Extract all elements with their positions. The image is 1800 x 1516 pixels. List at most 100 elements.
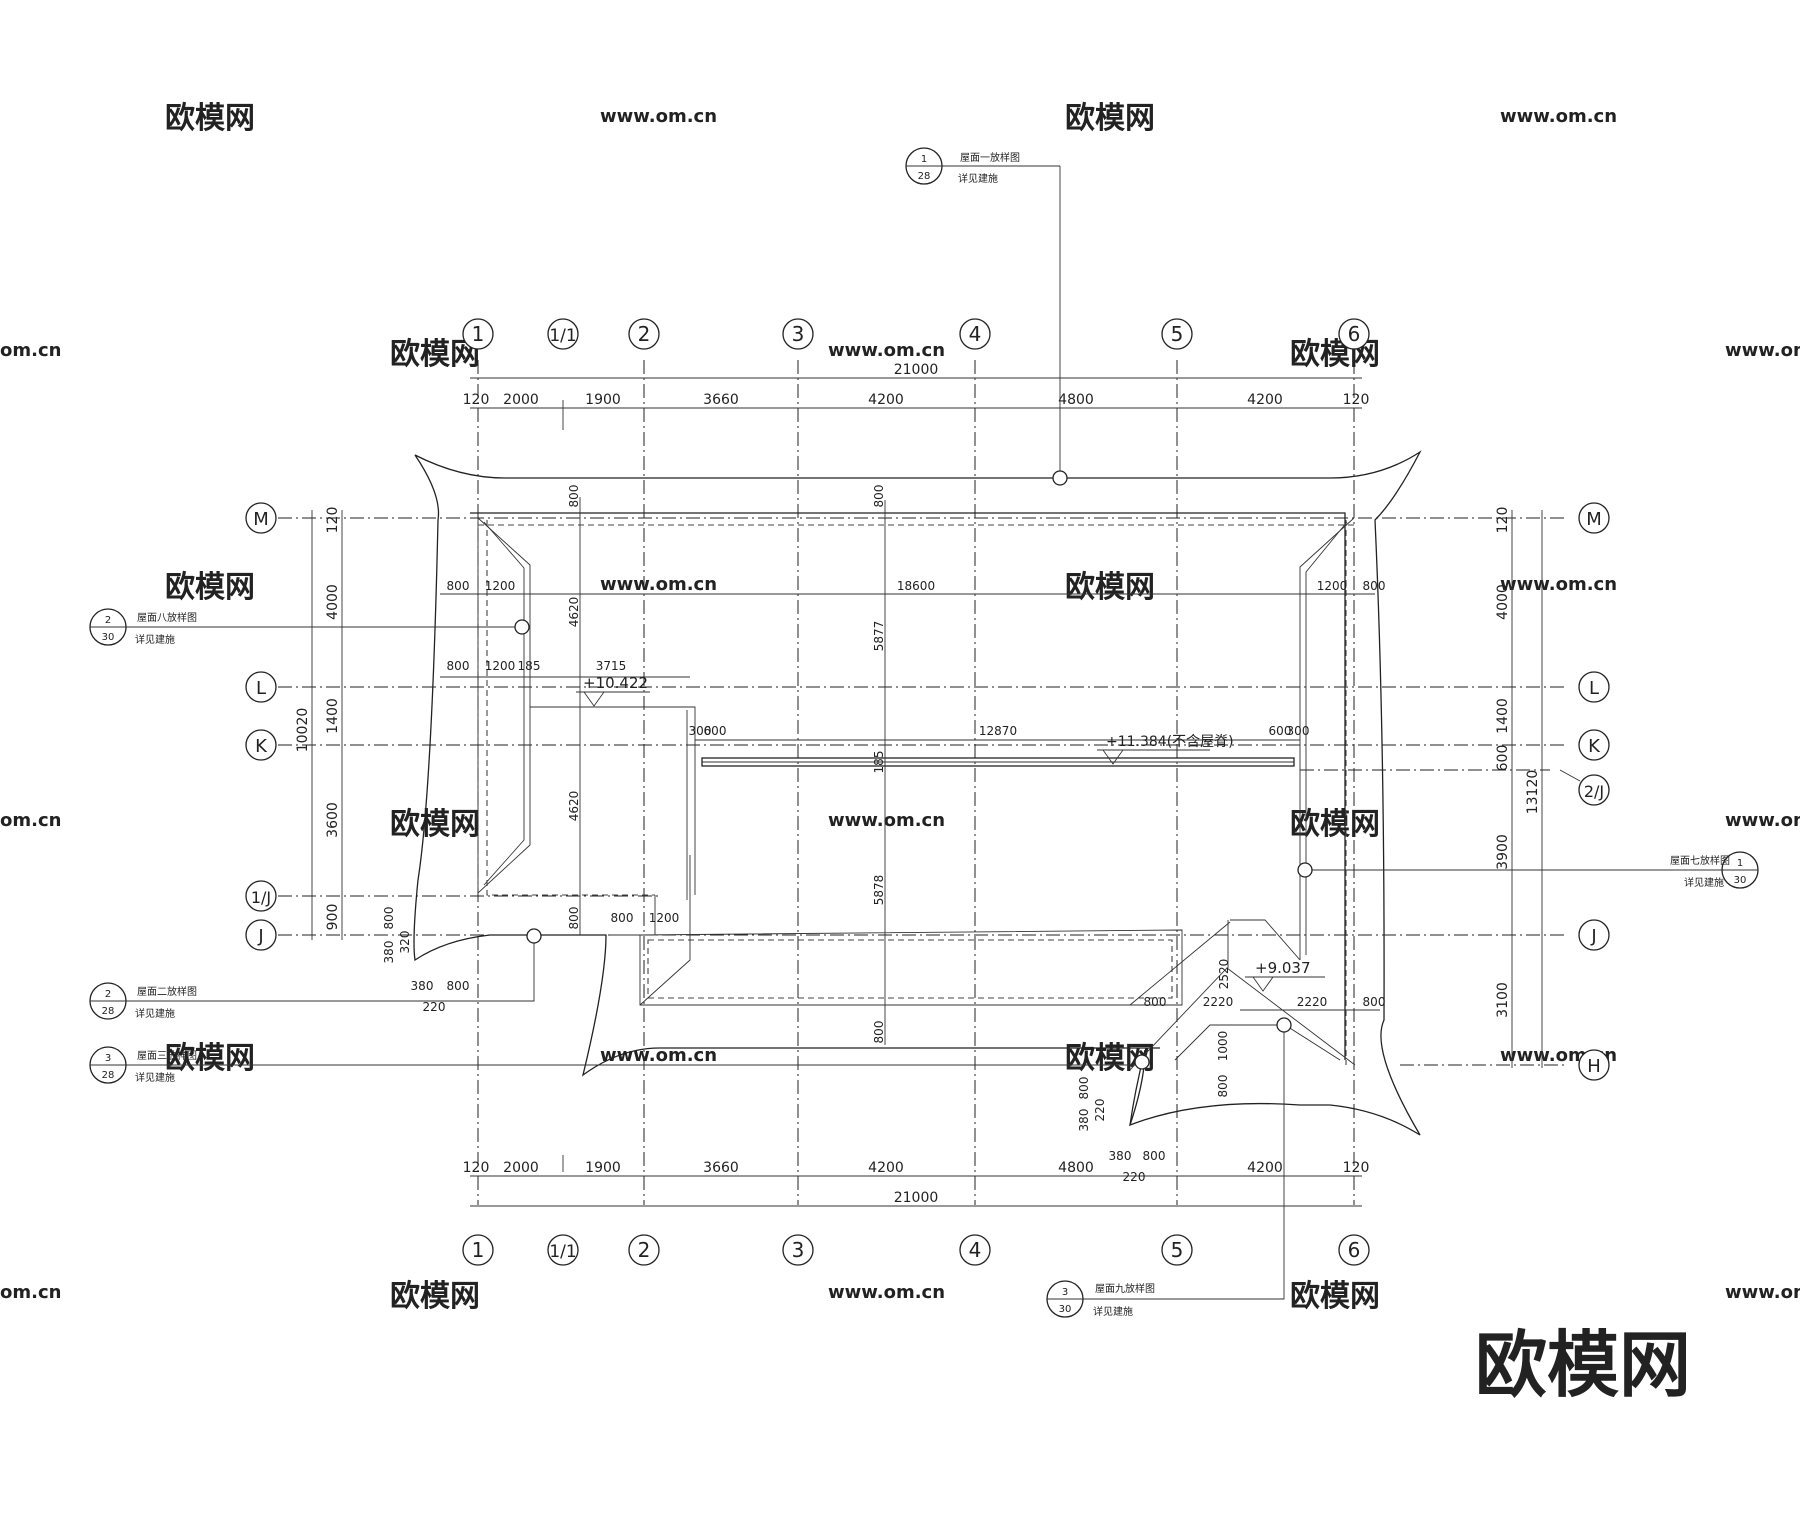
axis-bubble-h-right: H	[1578, 1049, 1610, 1081]
detail-ref-sheet: 30	[1059, 1304, 1072, 1315]
callout-roof-2: 2 28 屋面二放样图 详见建施	[89, 928, 542, 1020]
axis-bubble-5-bottom: 5	[1161, 1234, 1193, 1266]
dim-interior: 5878	[872, 875, 886, 906]
brand-logo: 欧模网	[1475, 1323, 1691, 1407]
watermark-url: om.cn	[0, 340, 61, 361]
detail-ref-note: 详见建施	[1093, 1305, 1133, 1318]
dim-interior: 800	[447, 579, 470, 593]
dim-interior: 800	[447, 659, 470, 673]
axis-bubble-4-top: 4	[959, 318, 991, 350]
axis-bubble-1-1-top: 1/1	[547, 318, 579, 350]
dim-interior: 380	[411, 979, 434, 993]
dim-top-seg: 3660	[703, 392, 739, 408]
dim-interior: 4620	[567, 597, 581, 628]
axis-label: J	[1590, 926, 1596, 947]
dim-left-seg: 3600	[325, 802, 341, 838]
roof-lower-wing-hip	[639, 855, 691, 1006]
axis-bubble-m-right: M	[1578, 502, 1610, 534]
watermark-url: www.om.cn	[600, 1045, 717, 1066]
dim-interior: 4620	[567, 791, 581, 822]
axis-bubble-j-right: J	[1578, 919, 1610, 951]
dim-interior: 600	[1269, 724, 1292, 738]
dim-left-seg: 4000	[325, 584, 341, 620]
callout-roof-7: 1 30 屋面七放样图 详见建施	[1297, 851, 1759, 889]
dim-interior: 320	[398, 931, 412, 954]
elevation-triangle	[1245, 976, 1325, 992]
dim-bottom-seg: 4200	[1247, 1160, 1283, 1176]
watermark-url: www.om.cn	[1500, 574, 1617, 595]
dim-interior: 800	[1363, 579, 1386, 593]
roof-hip-left	[477, 517, 531, 895]
dim-interior: 5877	[872, 621, 886, 652]
dim-interior: 185	[518, 659, 541, 673]
roof-step-line	[530, 706, 696, 895]
watermark-url: www.om.cn	[1500, 106, 1617, 127]
watermark-brand: 欧模网	[1290, 1279, 1380, 1314]
dimension-top: 21000 120 2000 1900 3660 4200 4800 4200 …	[463, 362, 1370, 409]
detail-callouts: 1 28 屋面一放样图 详见建施 2 30 屋面八放样图 详见建施 2 28 屋…	[89, 147, 1759, 1318]
dim-interior: 220	[1093, 1099, 1107, 1122]
dim-interior: 1200	[485, 659, 516, 673]
dim-bottom-seg: 3660	[703, 1160, 739, 1176]
elevation-label: +11.384(不含屋脊)	[1106, 734, 1234, 750]
dim-bottom-seg: 120	[463, 1160, 490, 1176]
dim-right-seg: 120	[1495, 507, 1511, 534]
detail-ref-sheet: 30	[102, 632, 115, 643]
dim-interior: 800	[567, 485, 581, 508]
watermark-url: om.cn	[0, 810, 61, 831]
dim-interior: 600	[704, 724, 727, 738]
roof-lower-wing	[639, 929, 1183, 1006]
axis-label: M	[1586, 509, 1602, 530]
dim-right-seg: 3900	[1495, 834, 1511, 870]
axis-label: L	[256, 678, 266, 699]
dim-interior: 380	[1077, 1109, 1091, 1132]
watermark-url: www.om.cn	[828, 340, 945, 361]
dim-top-seg: 120	[463, 392, 490, 408]
dim-interior: 800	[611, 911, 634, 925]
axis-2j-leader	[1559, 769, 1581, 782]
axis-label: L	[1589, 678, 1599, 699]
axis-bubble-2-bottom: 2	[628, 1234, 660, 1266]
axis-label: 2	[638, 322, 651, 346]
dim-bottom-total: 21000	[894, 1190, 939, 1206]
watermark-brand: 欧模网	[165, 570, 255, 605]
detail-ref-sheet: 28	[102, 1006, 115, 1017]
detail-ref-note: 详见建施	[135, 633, 175, 646]
axis-bubble-k-left: K	[245, 729, 277, 761]
detail-ref-sheet: 28	[918, 171, 931, 182]
axis-bubble-1j-left: 1/J	[245, 880, 277, 912]
dim-interior: 2220	[1297, 995, 1328, 1009]
axis-bubble-6-bottom: 6	[1338, 1234, 1370, 1266]
dim-interior: 1200	[1317, 579, 1348, 593]
roof-bay-ridge	[1129, 921, 1231, 1006]
watermark-url: www.om.cn	[828, 1282, 945, 1303]
axis-bubble-1-1-bottom: 1/1	[547, 1234, 579, 1266]
detail-ref-number: 2	[105, 615, 111, 626]
watermark-url: www.om.cn	[828, 810, 945, 831]
axis-label: 4	[969, 1238, 982, 1262]
dim-top-seg: 120	[1343, 392, 1370, 408]
watermark-brand: 欧模网	[390, 1279, 480, 1314]
dim-interior: 380	[1109, 1149, 1132, 1163]
axis-label: 1/J	[251, 888, 271, 907]
axis-label: M	[253, 509, 269, 530]
detail-ref-title: 屋面九放样图	[1095, 1282, 1155, 1295]
dim-interior: 800	[1216, 1075, 1230, 1098]
dim-left-seg: 900	[325, 904, 341, 931]
dim-interior: 2520	[1217, 959, 1231, 990]
watermark-url: www.om.cn	[1725, 1282, 1800, 1303]
axis-label: 1	[472, 1238, 485, 1262]
dim-interior: 185	[872, 751, 886, 774]
dim-interior: 12870	[979, 724, 1017, 738]
axis-label: 3	[792, 322, 805, 346]
detail-ref-number: 3	[105, 1053, 111, 1064]
dim-top-seg: 2000	[503, 392, 539, 408]
detail-ref-title: 屋面二放样图	[137, 985, 197, 998]
roof-bay-inner	[1174, 1024, 1341, 1061]
axis-bubble-l-right: L	[1578, 671, 1610, 703]
dim-interior: 800	[447, 979, 470, 993]
elevation-label: +9.037	[1255, 959, 1311, 977]
watermark-brand: 欧模网	[1290, 807, 1380, 842]
axis-label: 3	[792, 1238, 805, 1262]
